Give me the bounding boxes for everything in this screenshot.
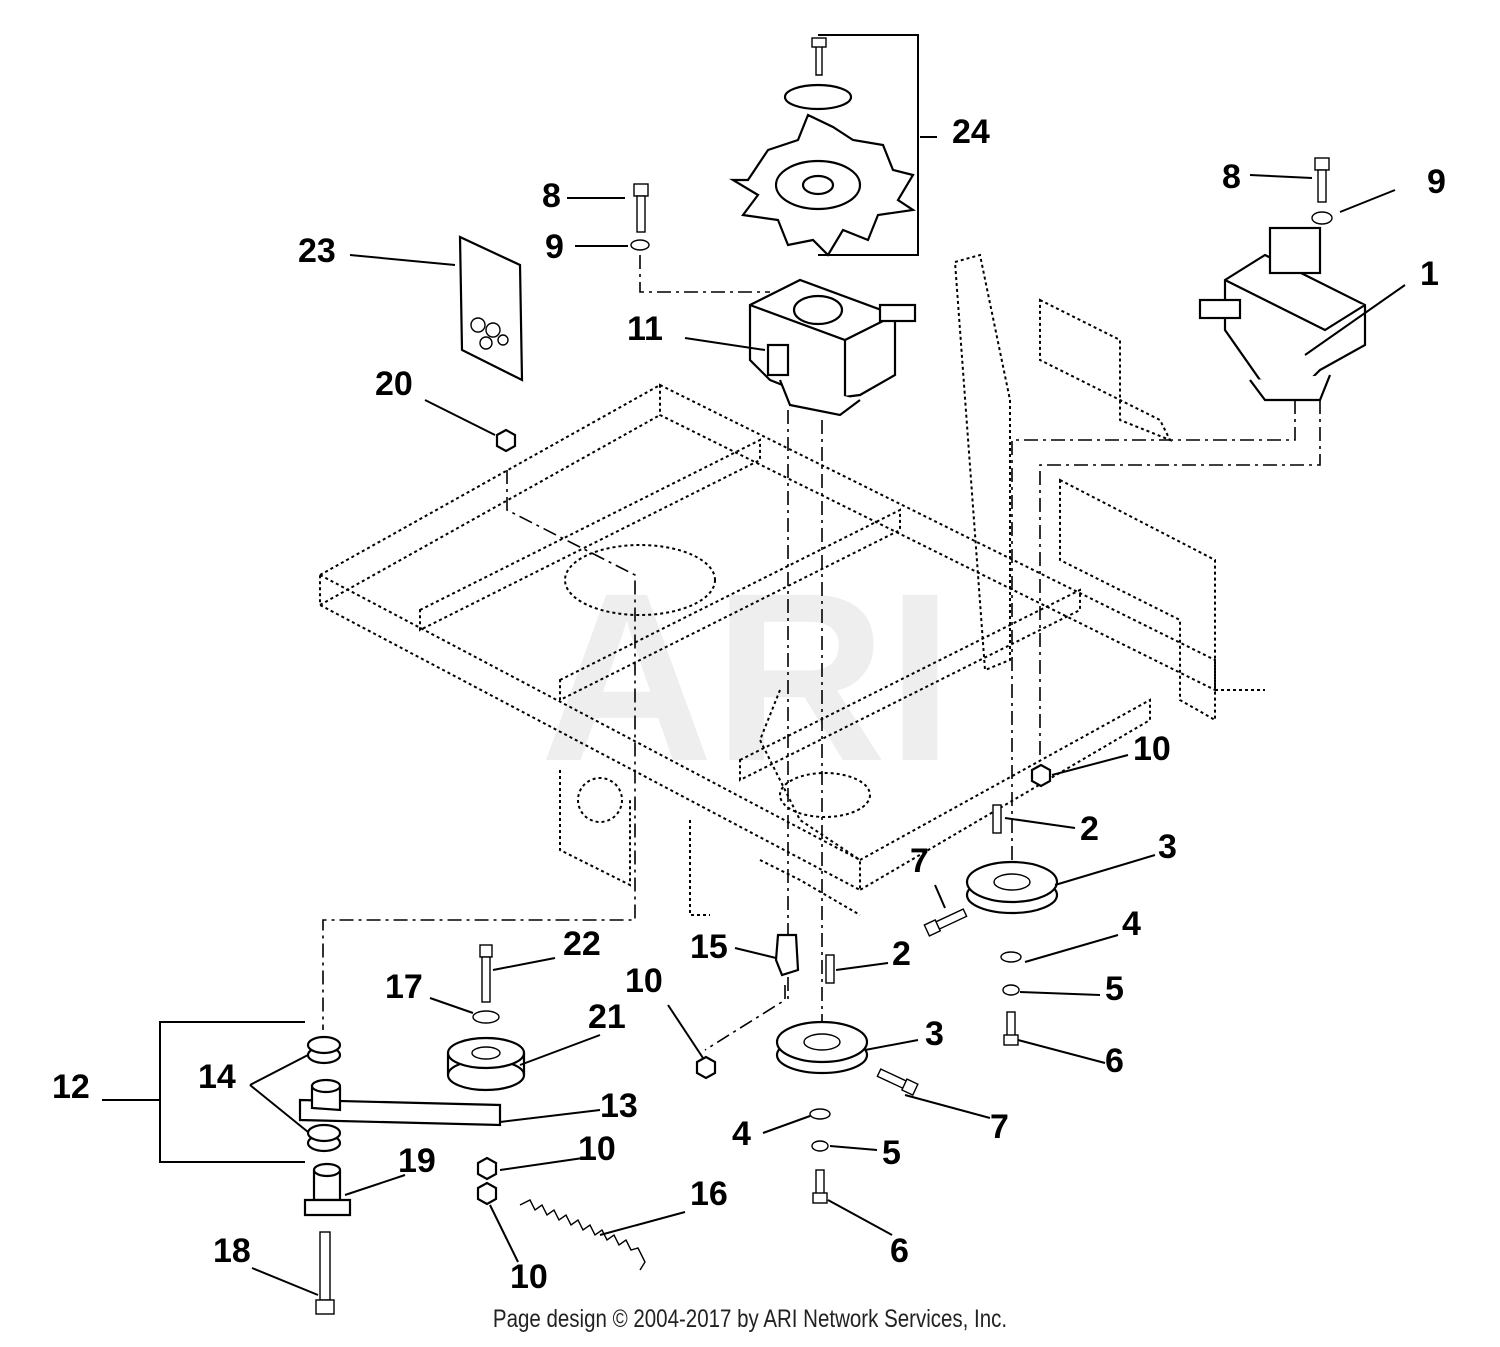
pulley-3-lower xyxy=(775,1020,869,1075)
bushing-14-lower xyxy=(306,1123,342,1153)
nut-10-lower-a xyxy=(476,1156,498,1181)
callout-19: 19 xyxy=(398,1142,436,1180)
hydro-transmission-right xyxy=(1198,226,1367,402)
callout-24: 24 xyxy=(952,113,990,151)
callout-16: 16 xyxy=(690,1175,728,1213)
nut-10-upper xyxy=(1030,763,1052,788)
callout-21: 21 xyxy=(588,998,626,1036)
callout-4-upper: 4 xyxy=(1122,905,1141,943)
bushing-14-upper xyxy=(306,1035,342,1065)
callout-9-right: 9 xyxy=(1427,163,1446,201)
seal-kit-bag xyxy=(458,235,524,382)
pivot-19 xyxy=(303,1162,352,1217)
nut-10-lower-b xyxy=(476,1181,498,1206)
bolt-8-right xyxy=(1314,157,1330,203)
ari-watermark: ARI xyxy=(540,543,953,811)
callout-18: 18 xyxy=(213,1232,251,1270)
callout-23: 23 xyxy=(298,232,336,270)
spring-16 xyxy=(519,1199,646,1271)
nut-10-mid xyxy=(695,1055,717,1080)
callout-8-right: 8 xyxy=(1222,158,1241,196)
callout-9-left: 9 xyxy=(545,228,564,266)
callout-3-upper: 3 xyxy=(1158,828,1177,866)
callout-leaders xyxy=(102,34,1406,1296)
nut-20 xyxy=(495,428,517,453)
callout-7-lower: 7 xyxy=(990,1108,1009,1146)
cooling-fan-assembly xyxy=(729,37,917,257)
chassis-frame xyxy=(319,253,1265,916)
callout-3-lower: 3 xyxy=(925,1015,944,1053)
washer-4-lower xyxy=(809,1108,831,1120)
callout-6-lower: 6 xyxy=(890,1232,909,1270)
idler-pulley-21 xyxy=(446,1036,526,1092)
callout-11: 11 xyxy=(627,310,663,348)
callout-5-lower: 5 xyxy=(882,1134,901,1172)
callout-4-lower: 4 xyxy=(732,1115,751,1153)
assembly-centerlines xyxy=(322,255,1321,1051)
callout-14: 14 xyxy=(198,1058,236,1096)
copyright-footer: Page design © 2004-2017 by ARI Network S… xyxy=(492,1305,1008,1333)
key-2-upper xyxy=(992,804,1002,834)
callout-10-upper: 10 xyxy=(1133,730,1171,768)
bolt-22 xyxy=(479,944,493,1003)
callout-15: 15 xyxy=(690,928,728,966)
bracket-12 xyxy=(159,1021,305,1163)
callout-2-upper: 2 xyxy=(1080,810,1099,848)
key-2-lower xyxy=(825,954,835,984)
bolt-6-upper xyxy=(1003,1011,1019,1046)
callout-8-left: 8 xyxy=(542,177,561,215)
callout-2-lower: 2 xyxy=(892,935,911,973)
callout-labels: 24 8 9 8 9 1 23 11 20 10 2 3 7 4 5 6 22 … xyxy=(52,113,1446,1296)
callout-10-lower-a: 10 xyxy=(578,1130,616,1168)
bracket-15 xyxy=(774,933,800,977)
bolt-7-upper xyxy=(923,908,968,937)
callout-7-upper: 7 xyxy=(910,842,929,880)
callout-10-mid: 10 xyxy=(625,962,663,1000)
callout-20: 20 xyxy=(375,365,413,403)
bolt-18 xyxy=(315,1231,335,1315)
washer-9-right xyxy=(1311,211,1333,225)
callout-6-upper: 6 xyxy=(1105,1042,1124,1080)
washer-17 xyxy=(472,1010,500,1024)
callout-1: 1 xyxy=(1420,255,1439,293)
callout-17: 17 xyxy=(385,968,423,1006)
pulley-3-upper xyxy=(965,860,1059,915)
bolt-6-lower xyxy=(812,1169,828,1204)
callout-5-upper: 5 xyxy=(1105,970,1124,1008)
callout-22: 22 xyxy=(563,925,601,963)
washer-9-left xyxy=(630,239,650,251)
washer-5-upper xyxy=(1002,984,1020,996)
callout-12: 12 xyxy=(52,1068,90,1106)
washer-4-upper xyxy=(1000,951,1022,963)
hydro-transmission-left xyxy=(748,278,917,417)
bolt-8-left xyxy=(633,183,649,233)
callout-10-lower-b: 10 xyxy=(510,1258,548,1296)
washer-5-lower xyxy=(811,1140,829,1152)
callout-13: 13 xyxy=(600,1087,638,1125)
idler-arm-13 xyxy=(298,1078,502,1127)
bolt-7-lower xyxy=(876,1068,919,1096)
